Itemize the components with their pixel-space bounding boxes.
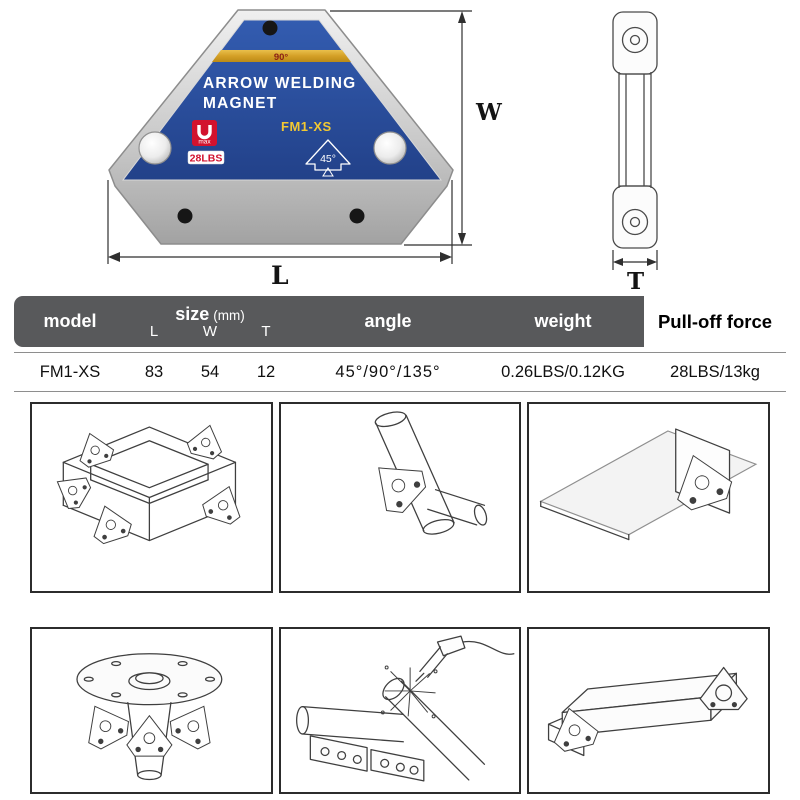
spec-table: model size(mm) L W T angle weight Pull-o… — [14, 296, 786, 392]
header-weight-label: weight — [534, 311, 592, 331]
dimension-diagram: 90° ARROW WELDING MAGNET FM1-XS 45° max … — [107, 9, 658, 292]
brand-title-line1: ARROW WELDING — [203, 75, 356, 92]
angle-45-badge-icon: 45° — [305, 139, 351, 177]
top-angle-label: 90° — [274, 52, 289, 63]
thickness-dimension: T — [612, 250, 658, 292]
usage-example-3 — [527, 402, 771, 593]
beam-corner-clamp-illustration — [546, 666, 749, 757]
spec-table-header: model size(mm) L W T angle weight Pull-o… — [14, 296, 786, 347]
row-length-value: 83 — [144, 362, 164, 381]
header-size-w: W — [202, 322, 218, 340]
header-size-title: size(mm) — [175, 305, 245, 323]
row-weight-value: 0.26LBS/0.12KG — [501, 362, 625, 381]
usage-gallery — [30, 402, 771, 794]
header-size-label: size — [175, 303, 210, 324]
mounting-hole-left — [138, 131, 172, 165]
thickness-label: T — [627, 268, 644, 292]
box-frame-corner-clamp-illustration — [47, 420, 249, 547]
gold-stripe — [212, 50, 351, 62]
capacity-label: 28LBS — [190, 153, 223, 165]
mounting-hole-right — [373, 131, 407, 165]
welding-torch-pipes-illustration — [295, 635, 515, 782]
magnet-front-view: 90° ARROW WELDING MAGNET FM1-XS 45° max … — [108, 9, 454, 245]
pipe-angle-clamp-illustration — [359, 411, 487, 535]
row-angle-value: 45°/90°/135° — [335, 362, 441, 381]
header-size-t: T — [261, 322, 271, 340]
usage-row-2 — [30, 627, 771, 794]
usage-example-6 — [527, 627, 771, 794]
header-size-unit: (mm) — [213, 307, 245, 323]
header-weight: weight — [482, 296, 644, 347]
row-thickness-value: 12 — [256, 362, 276, 381]
row-width-value: 54 — [200, 362, 220, 381]
magnet-side-view — [612, 11, 658, 249]
spec-table-row: FM1-XS 83 54 12 45°/90°/135° 0.26LBS/0.1… — [14, 352, 786, 392]
usage-example-1 — [30, 402, 273, 593]
pin-hole-bottom-left — [177, 208, 193, 224]
header-size-l: L — [149, 322, 159, 340]
usage-row-1 — [30, 402, 771, 593]
pin-hole-bottom-right — [349, 208, 365, 224]
pin-hole-top — [262, 20, 278, 36]
header-size: size(mm) L W T — [126, 296, 294, 347]
brand-title-line2: MAGNET — [203, 95, 277, 112]
max-magnet-icon: max — [192, 120, 217, 146]
width-label: W — [475, 99, 503, 126]
width-dimension: W — [330, 10, 503, 246]
usage-example-2 — [278, 402, 522, 593]
weld-sparks-icon — [380, 665, 438, 719]
model-label: FM1-XS — [281, 119, 332, 134]
row-model-value: FM1-XS — [39, 362, 101, 381]
length-label: L — [271, 261, 289, 290]
header-angle-label: angle — [364, 311, 412, 331]
header-pull-off-force: Pull-off force — [644, 296, 786, 347]
sheet-panel-clamp-illustration — [539, 428, 758, 541]
capacity-badge: 28LBS — [187, 150, 225, 165]
header-size-subcolumns: L W T — [126, 324, 294, 339]
header-angle: angle — [294, 296, 482, 347]
row-pull-off-value: 28LBS/13kg — [670, 362, 760, 381]
header-model: model — [14, 296, 126, 347]
header-model-label: model — [43, 311, 97, 331]
length-dimension: L — [107, 180, 453, 290]
usage-example-5 — [278, 627, 522, 794]
usage-example-4 — [30, 627, 273, 794]
max-label: max — [198, 139, 211, 146]
flange-pipe-clamp-illustration — [73, 653, 225, 781]
header-pull-off-force-label: Pull-off force — [657, 310, 773, 332]
angle-badge-label: 45° — [320, 153, 336, 165]
